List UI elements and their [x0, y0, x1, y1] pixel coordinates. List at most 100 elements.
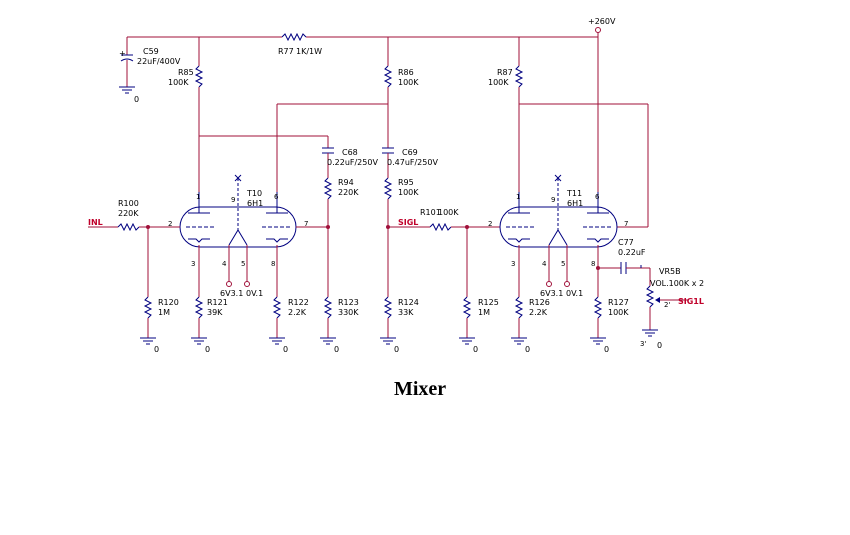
t10-pin2: 2: [168, 220, 172, 228]
t10-type: 6H1: [247, 199, 263, 208]
r125-resistor: [462, 296, 472, 338]
r100-resistor: [117, 222, 140, 232]
gnd-label-r125: 0: [473, 345, 478, 354]
r100-ref: R100: [118, 199, 139, 208]
r95-resistor: [383, 177, 393, 200]
net-sigl: SIGL: [398, 218, 418, 227]
r121-resistor: [194, 296, 204, 338]
t10-ref: T10: [246, 189, 262, 198]
r86-value: 100K: [398, 78, 419, 87]
vr5b-ref: VR5B: [659, 267, 681, 276]
t10-heater: 6V3.1: [220, 289, 243, 298]
t10-pin8: 8: [271, 260, 275, 268]
t11-pin6: 6: [595, 193, 600, 201]
net-sig1l: SIG1L: [678, 297, 704, 306]
t11-heater-ref: 0V.1: [566, 289, 583, 298]
c59-capacitor: +: [119, 37, 134, 87]
r101-ref: R101: [420, 208, 441, 217]
c68-value: 0.22uF/250V: [327, 158, 378, 167]
r101-value: 100K: [438, 208, 459, 217]
t11-pin3: 3: [511, 260, 515, 268]
r123-resistor: [323, 296, 333, 338]
r120-ref: R120: [158, 298, 179, 307]
r126-value: 2.2K: [529, 308, 548, 317]
r121-ref: R121: [207, 298, 228, 307]
t11-pin5: 5: [561, 260, 565, 268]
r100-value: 220K: [118, 209, 139, 218]
r124-value: 33K: [398, 308, 414, 317]
r85-value: 100K: [168, 78, 189, 87]
vr5b-potentiometer: [645, 285, 688, 330]
r121-value: 39K: [207, 308, 223, 317]
r127-resistor: [593, 296, 603, 338]
c59-value: 22uF/400V: [137, 57, 181, 66]
t10-pin1: 1: [196, 193, 200, 201]
gnd-label-vr5b: 0: [657, 341, 662, 350]
t11-heater: 6V3.1: [540, 289, 563, 298]
c59-ref: C59: [143, 47, 159, 56]
svg-text:+: +: [119, 49, 126, 58]
t11-pin2: 2: [488, 220, 492, 228]
r124-resistor: [383, 296, 393, 338]
r101-resistor: [429, 222, 452, 232]
r127-value: 100K: [608, 308, 629, 317]
r126-ref: R126: [529, 298, 550, 307]
r122-value: 2.2K: [288, 308, 307, 317]
t11-pin8: 8: [591, 260, 595, 268]
net-inl: INL: [88, 218, 103, 227]
r94-resistor: [323, 177, 333, 200]
r77-resistor: [281, 32, 307, 42]
r77-ref: R77: [278, 47, 294, 56]
t10-heater-ref: 0V.1: [246, 289, 263, 298]
c77-value: 0.22uF: [618, 248, 646, 257]
r87-value: 100K: [488, 78, 509, 87]
gnd-label-r122: 0: [283, 345, 288, 354]
supply-terminal: [595, 27, 601, 33]
r95-value: 100K: [398, 188, 419, 197]
supply-rail: [127, 30, 599, 38]
t10-pin4: 4: [222, 260, 227, 268]
t11-ref: T11: [566, 189, 582, 198]
r122-resistor: [272, 296, 282, 338]
c68-ref: C68: [342, 148, 358, 157]
t10-pin7: 7: [304, 220, 308, 228]
t11-type: 6H1: [567, 199, 583, 208]
gnd-label-r120: 0: [154, 345, 159, 354]
r94-value: 220K: [338, 188, 359, 197]
r125-ref: R125: [478, 298, 499, 307]
gnd-label-r127: 0: [604, 345, 609, 354]
r120-value: 1M: [158, 308, 170, 317]
gnd-label-r124: 0: [394, 345, 399, 354]
t10-tube: [179, 174, 297, 248]
ground-label: 0: [134, 95, 139, 104]
supply-label: +260V: [588, 17, 616, 26]
r122-ref: R122: [288, 298, 309, 307]
r87-resistor: [514, 65, 524, 88]
t10-pin9: 9: [231, 196, 235, 204]
t11-pin1: 1: [516, 193, 520, 201]
r86-ref: R86: [398, 68, 414, 77]
r123-ref: R123: [338, 298, 359, 307]
r86-resistor: [383, 65, 393, 88]
r77-value: 1K/1W: [296, 47, 322, 56]
r85-resistor: [194, 65, 204, 88]
r95-ref: R95: [398, 178, 414, 187]
c69-value: 0.47uF/250V: [387, 158, 438, 167]
t11-pin7: 7: [624, 220, 628, 228]
vr5b-wiper-pin: 2': [664, 301, 670, 309]
gnd-label-r126: 0: [525, 345, 530, 354]
r126-resistor: [514, 296, 524, 338]
t11-pin4: 4: [542, 260, 547, 268]
r123-value: 330K: [338, 308, 359, 317]
r85-ref: R85: [178, 68, 194, 77]
c69-ref: C69: [402, 148, 418, 157]
r125-value: 1M: [478, 308, 490, 317]
r120-resistor: [143, 296, 153, 338]
r127-ref: R127: [608, 298, 629, 307]
t11-tube: [499, 174, 618, 248]
r87-ref: R87: [497, 68, 513, 77]
gnd-label-r121: 0: [205, 345, 210, 354]
r124-ref: R124: [398, 298, 419, 307]
vr5b-value: VOL.100K x 2: [650, 279, 704, 288]
